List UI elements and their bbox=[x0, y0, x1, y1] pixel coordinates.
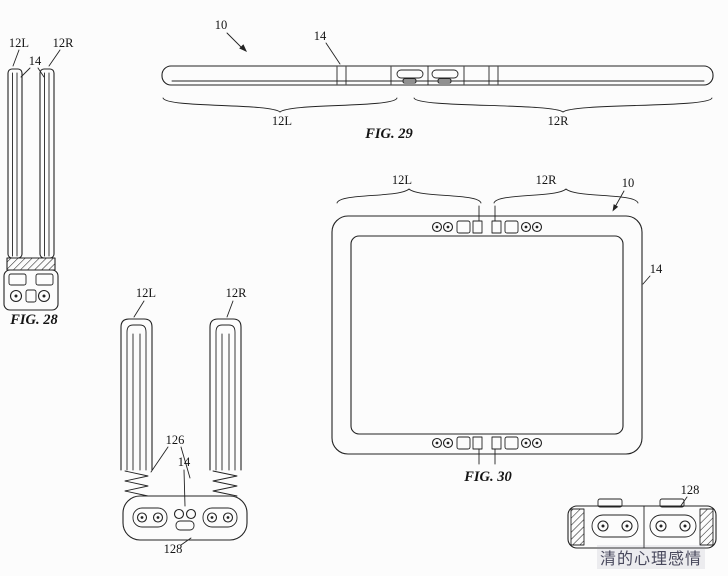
fig30-arrow-10 bbox=[612, 204, 619, 212]
fold-label-126: 126 bbox=[166, 433, 185, 447]
fig30-brace-right bbox=[493, 188, 639, 204]
detail-housing bbox=[567, 505, 717, 549]
watermark: 清的心理感情 bbox=[597, 545, 706, 569]
fig30-drawing: 12L 12R 10 14 FIG. 30 bbox=[331, 173, 663, 485]
fig30-label-10: 10 bbox=[622, 176, 635, 190]
fold-right-leg bbox=[209, 318, 242, 471]
fig29-label-14: 14 bbox=[314, 29, 327, 43]
fig29-arrow-10 bbox=[239, 44, 247, 52]
fig28-drawing: 12L 12R 14 FIG. 28 bbox=[3, 36, 75, 328]
fig29-brace-right bbox=[413, 97, 713, 113]
fig29-caption: FIG. 29 bbox=[364, 126, 413, 142]
fig28-hinge-housing bbox=[3, 269, 59, 311]
fold-left-spring bbox=[124, 470, 149, 497]
fold-right-spring bbox=[212, 470, 238, 497]
fig29-label-10: 10 bbox=[215, 18, 228, 32]
fold-label-128: 128 bbox=[164, 542, 183, 556]
fig30-display bbox=[350, 235, 624, 435]
fig28-hinge-band bbox=[6, 257, 56, 271]
fig30-brace-left bbox=[336, 188, 482, 204]
fig30-label-12L: 12L bbox=[392, 173, 412, 187]
fig30-label-12R: 12R bbox=[536, 173, 558, 187]
fig30-caption: FIG. 30 bbox=[463, 469, 512, 485]
fig28-label-14: 14 bbox=[29, 54, 42, 68]
fig28-label-12L: 12L bbox=[9, 36, 29, 50]
fig28-left-panel bbox=[7, 68, 23, 259]
fig28-right-panel bbox=[39, 68, 55, 259]
hinge-detail-drawing: 128 bbox=[567, 483, 717, 549]
fig29-label-12R: 12R bbox=[548, 114, 570, 128]
fig28-label-12R: 12R bbox=[53, 36, 75, 50]
fig30-label-14: 14 bbox=[650, 262, 663, 276]
fig29-label-12L: 12L bbox=[272, 114, 292, 128]
detail-label-128: 128 bbox=[681, 483, 700, 497]
fold-label-14: 14 bbox=[178, 455, 191, 469]
fig30-device-outline bbox=[331, 215, 643, 455]
fig29-drawing: 10 14 12L 12R FIG. 29 bbox=[161, 18, 714, 142]
fold-label-12R: 12R bbox=[226, 286, 248, 300]
fig28-caption: FIG. 28 bbox=[9, 312, 58, 328]
fig29-brace-left bbox=[162, 97, 398, 113]
fold-drawing: 12L 12R 126 14 128 bbox=[120, 286, 248, 556]
fold-label-12L: 12L bbox=[136, 286, 156, 300]
fold-left-leg bbox=[120, 318, 153, 471]
fig29-device-outline bbox=[161, 65, 714, 86]
